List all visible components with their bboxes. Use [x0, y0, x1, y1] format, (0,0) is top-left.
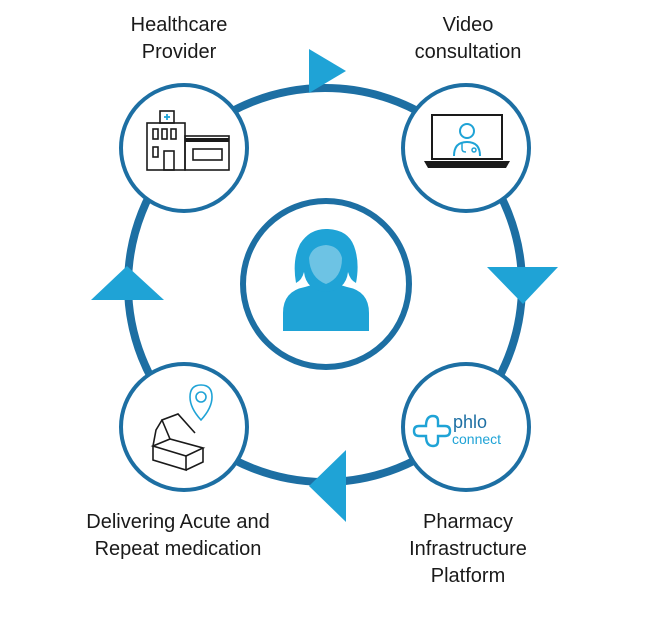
label-line: Platform [430, 565, 506, 587]
pharmacy-node: phlo connect [401, 362, 531, 492]
parcel-location-icon [150, 384, 213, 472]
label-line: Delivering Acute and [86, 511, 270, 533]
pharmacy-platform-label: Pharmacy Infrastructure Platform [368, 509, 568, 590]
label-line: Healthcare [130, 14, 228, 36]
delivering-node [119, 362, 249, 492]
logo-word-phlo: phlo [453, 412, 487, 432]
logo-word-connect: connect [452, 431, 501, 447]
laptop-doctor-icon [424, 114, 510, 168]
video-node [401, 83, 531, 213]
center-node [240, 198, 412, 370]
label-line: Repeat medication [94, 538, 262, 560]
hospital-icon [146, 110, 230, 171]
arrow-right-icon [309, 49, 346, 93]
label-line: Infrastructure [409, 538, 527, 560]
user-avatar-icon [283, 228, 369, 331]
healthcare-provider-label: Healthcare Provider [89, 12, 269, 66]
healthcare-node [119, 83, 249, 213]
arrow-up-icon [91, 266, 164, 300]
label-line: consultation [414, 41, 522, 63]
phlo-connect-logo: phlo connect [412, 412, 501, 448]
video-consultation-label: Video consultation [378, 12, 558, 66]
label-line: Pharmacy [422, 511, 514, 533]
label-line: Video [442, 14, 494, 36]
arrow-left-icon [309, 450, 346, 522]
label-line: Provider [141, 41, 217, 63]
delivering-medication-label: Delivering Acute and Repeat medication [58, 509, 298, 563]
arrow-down-icon [487, 267, 558, 304]
